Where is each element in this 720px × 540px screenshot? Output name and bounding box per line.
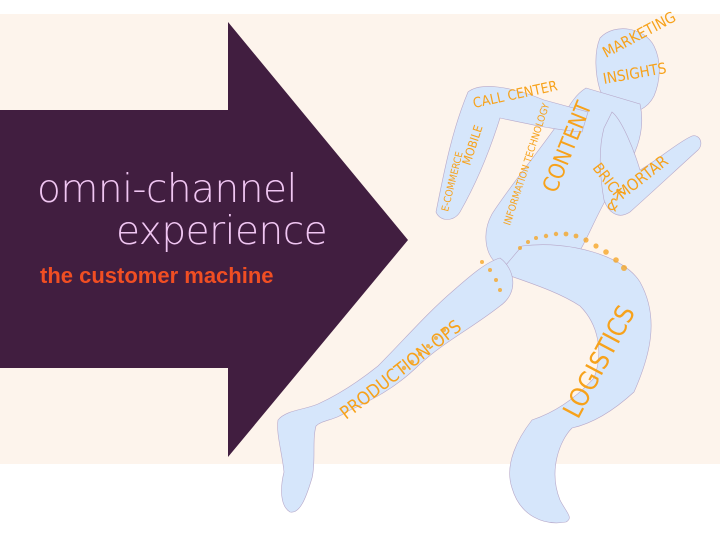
runner-front-arm [599, 111, 702, 216]
heading-line-1: omni-channel [37, 167, 297, 212]
runner-front-leg [499, 244, 652, 524]
runner-head [595, 28, 660, 113]
word-production-ops: PRODUCTION-OPS [336, 316, 466, 424]
runner-back-leg [277, 257, 514, 513]
subtitle: the customer machine [40, 263, 274, 288]
runner-back-arm [435, 86, 589, 220]
heading-line-2: experience [116, 209, 328, 254]
